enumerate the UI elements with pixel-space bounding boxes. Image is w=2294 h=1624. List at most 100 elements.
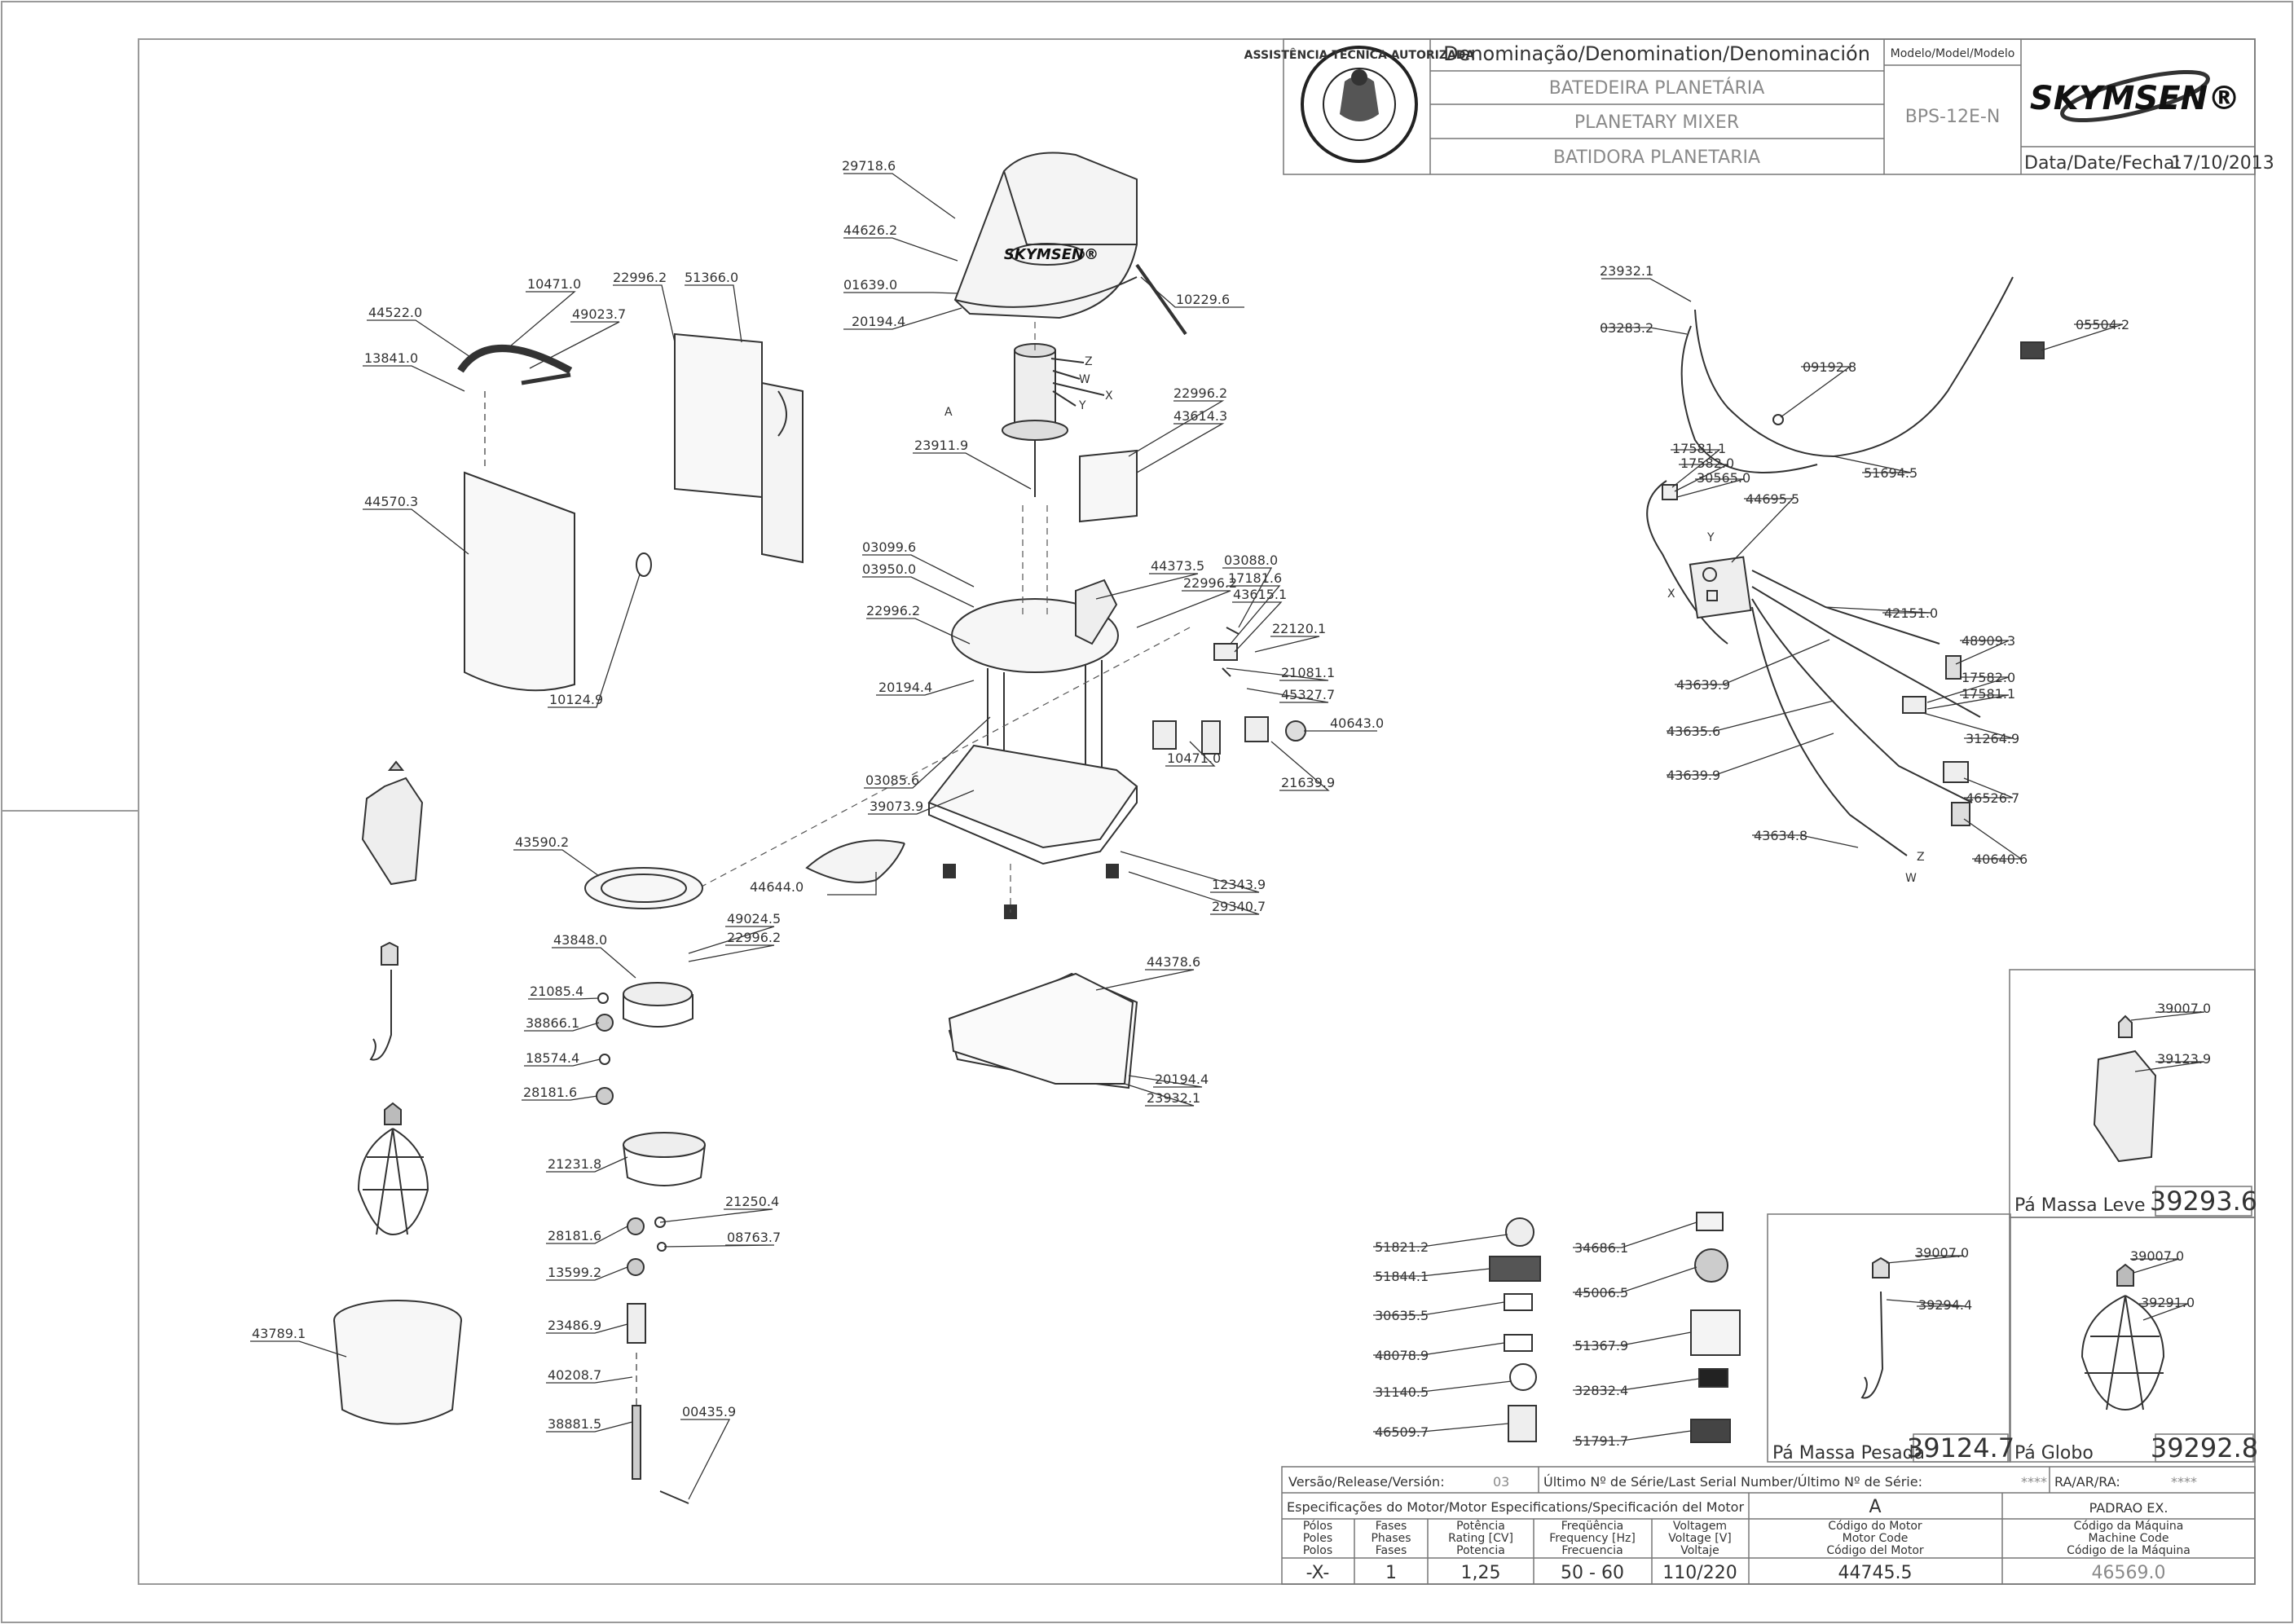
- callout: 12343.9: [1212, 877, 1266, 892]
- accessory-drawings: [1860, 1014, 2165, 1411]
- callout: 48078.9: [1375, 1348, 1429, 1363]
- callout-leaders: [250, 173, 2205, 1500]
- accessory-pictograms: [333, 760, 462, 1425]
- gearbox-assembly: [584, 867, 706, 1504]
- callout: 20194.4: [1155, 1072, 1209, 1087]
- callout: 44522.0: [368, 305, 422, 320]
- base-frame: [805, 579, 1138, 919]
- callout: 23932.1: [1147, 1090, 1200, 1106]
- callout: 39007.0: [2157, 1001, 2211, 1016]
- svg-text:Código da Máquina: Código da Máquina: [2074, 1520, 2184, 1533]
- letter-markers: Z W X Y A Y X Z W: [944, 355, 1925, 885]
- callout: 51844.1: [1375, 1269, 1429, 1284]
- callout: 29718.6: [842, 158, 896, 174]
- callout: 43634.8: [1754, 828, 1807, 843]
- callout: 03099.6: [862, 539, 916, 555]
- callout: 34686.1: [1574, 1240, 1628, 1256]
- callout: 51367.9: [1574, 1338, 1628, 1353]
- callout: 38866.1: [526, 1015, 579, 1031]
- version-label: Versão/Release/Versión:: [1288, 1474, 1445, 1490]
- callout: 03088.0: [1224, 552, 1278, 568]
- title-block: ASSISTÊNCIA TÉCNICA AUTORIZADA Denominaç…: [1244, 38, 2274, 175]
- callout: 46526.7: [1966, 790, 2019, 806]
- date-value: 17/10/2013: [2171, 153, 2274, 174]
- bottom-cover-plate: [948, 972, 1134, 1085]
- callout: 05504.2: [2076, 317, 2129, 332]
- ra-label: RA/AR/RA:: [2054, 1474, 2120, 1490]
- callout: 22996.2: [866, 603, 920, 618]
- seal-text: ASSISTÊNCIA TÉCNICA AUTORIZADA: [1244, 48, 1475, 62]
- svg-text:Código de la Máquina: Código de la Máquina: [2067, 1544, 2191, 1557]
- callout: 21639.9: [1281, 775, 1335, 790]
- svg-text:Z: Z: [1085, 355, 1093, 368]
- svg-text:Voltage [V]: Voltage [V]: [1668, 1532, 1731, 1545]
- svg-text:Frecuencia: Frecuencia: [1561, 1544, 1623, 1557]
- model-label: Modelo/Model/Modelo: [1891, 47, 2015, 60]
- callout: 44373.5: [1151, 558, 1204, 574]
- callout: 30565.0: [1697, 470, 1750, 486]
- callout: 43639.9: [1676, 677, 1730, 693]
- callout: 10471.0: [1167, 750, 1221, 766]
- svg-text:Poles: Poles: [1303, 1532, 1332, 1545]
- svg-text:Rating [CV]: Rating [CV]: [1448, 1532, 1513, 1545]
- denomination-label: Denominação/Denomination/Denominación: [1443, 42, 1870, 65]
- product-name-es: BATIDORA PLANETARIA: [1553, 147, 1760, 168]
- power-value: 1,25: [1461, 1563, 1501, 1583]
- callout: 31140.5: [1375, 1384, 1429, 1400]
- callout: 29340.7: [1212, 899, 1266, 914]
- svg-text:X: X: [1667, 588, 1675, 601]
- decal-set: [1489, 1212, 1741, 1443]
- callout: 40208.7: [548, 1367, 601, 1383]
- callout: 03085.6: [865, 772, 919, 788]
- callout: 42151.0: [1884, 605, 1938, 621]
- authorized-service-seal: ASSISTÊNCIA TÉCNICA AUTORIZADA: [1244, 46, 1475, 163]
- svg-text:Voltaje: Voltaje: [1680, 1544, 1719, 1557]
- callout: 13841.0: [364, 350, 418, 366]
- svg-text:Motor Code: Motor Code: [1843, 1532, 1909, 1545]
- serial-value: ****: [2021, 1474, 2047, 1490]
- svg-text:Código do Motor: Código do Motor: [1828, 1520, 1922, 1533]
- motor-spec-label: Especificações do Motor/Motor Especifica…: [1287, 1499, 1744, 1515]
- svg-text:Frequency [Hz]: Frequency [Hz]: [1549, 1532, 1636, 1545]
- callout: 43639.9: [1667, 768, 1720, 783]
- top-cover: SKYMSEN®: [953, 152, 1187, 336]
- svg-text:W: W: [1905, 872, 1917, 885]
- svg-text:Freqüência: Freqüência: [1561, 1520, 1624, 1533]
- svg-text:Pólos: Pólos: [1303, 1520, 1332, 1533]
- callout: 39007.0: [2130, 1248, 2184, 1264]
- callout: 22996.2: [1183, 575, 1237, 591]
- callout: 09192.8: [1803, 359, 1856, 375]
- svg-text:SKYMSEN®: SKYMSEN®: [2030, 80, 2240, 117]
- callout: 48909.3: [1962, 633, 2015, 649]
- machine-code-value: 46569.0: [2092, 1563, 2166, 1583]
- callout: 39073.9: [870, 799, 923, 814]
- callout: 13599.2: [548, 1265, 601, 1280]
- callout: 17581.1: [1962, 686, 2015, 702]
- callout: 43848.0: [553, 932, 607, 948]
- svg-text:Potencia: Potencia: [1456, 1544, 1505, 1557]
- callout: 17582.0: [1680, 456, 1734, 471]
- motor-code-value: 44745.5: [1838, 1563, 1913, 1583]
- date-label: Data/Date/Fecha:: [2024, 153, 2181, 174]
- callout: 38881.5: [548, 1416, 601, 1432]
- model-value: BPS-12E-N: [1905, 107, 2001, 127]
- callout: 44378.6: [1147, 954, 1200, 970]
- callout: 22996.2: [613, 270, 667, 285]
- callout: 51791.7: [1574, 1433, 1628, 1449]
- callout: 23932.1: [1600, 263, 1653, 279]
- callout: 20194.4: [878, 680, 932, 695]
- wiring-harness: [1646, 276, 2045, 856]
- guard-assembly: [457, 332, 804, 692]
- callout: 43615.1: [1233, 587, 1287, 602]
- poles-value: -X-: [1306, 1563, 1330, 1583]
- callout: 43614.3: [1173, 408, 1227, 424]
- callout: 28181.6: [523, 1085, 577, 1100]
- callout-numbers: 29718.6 44626.2 01639.0 20194.4 10229.6 …: [252, 158, 2211, 1449]
- callout: 44626.2: [843, 222, 897, 238]
- callout: 21250.4: [725, 1194, 779, 1209]
- callout: 10124.9: [549, 692, 603, 707]
- product-name-en: PLANETARY MIXER: [1574, 112, 1739, 133]
- callout: 39291.0: [2141, 1295, 2195, 1310]
